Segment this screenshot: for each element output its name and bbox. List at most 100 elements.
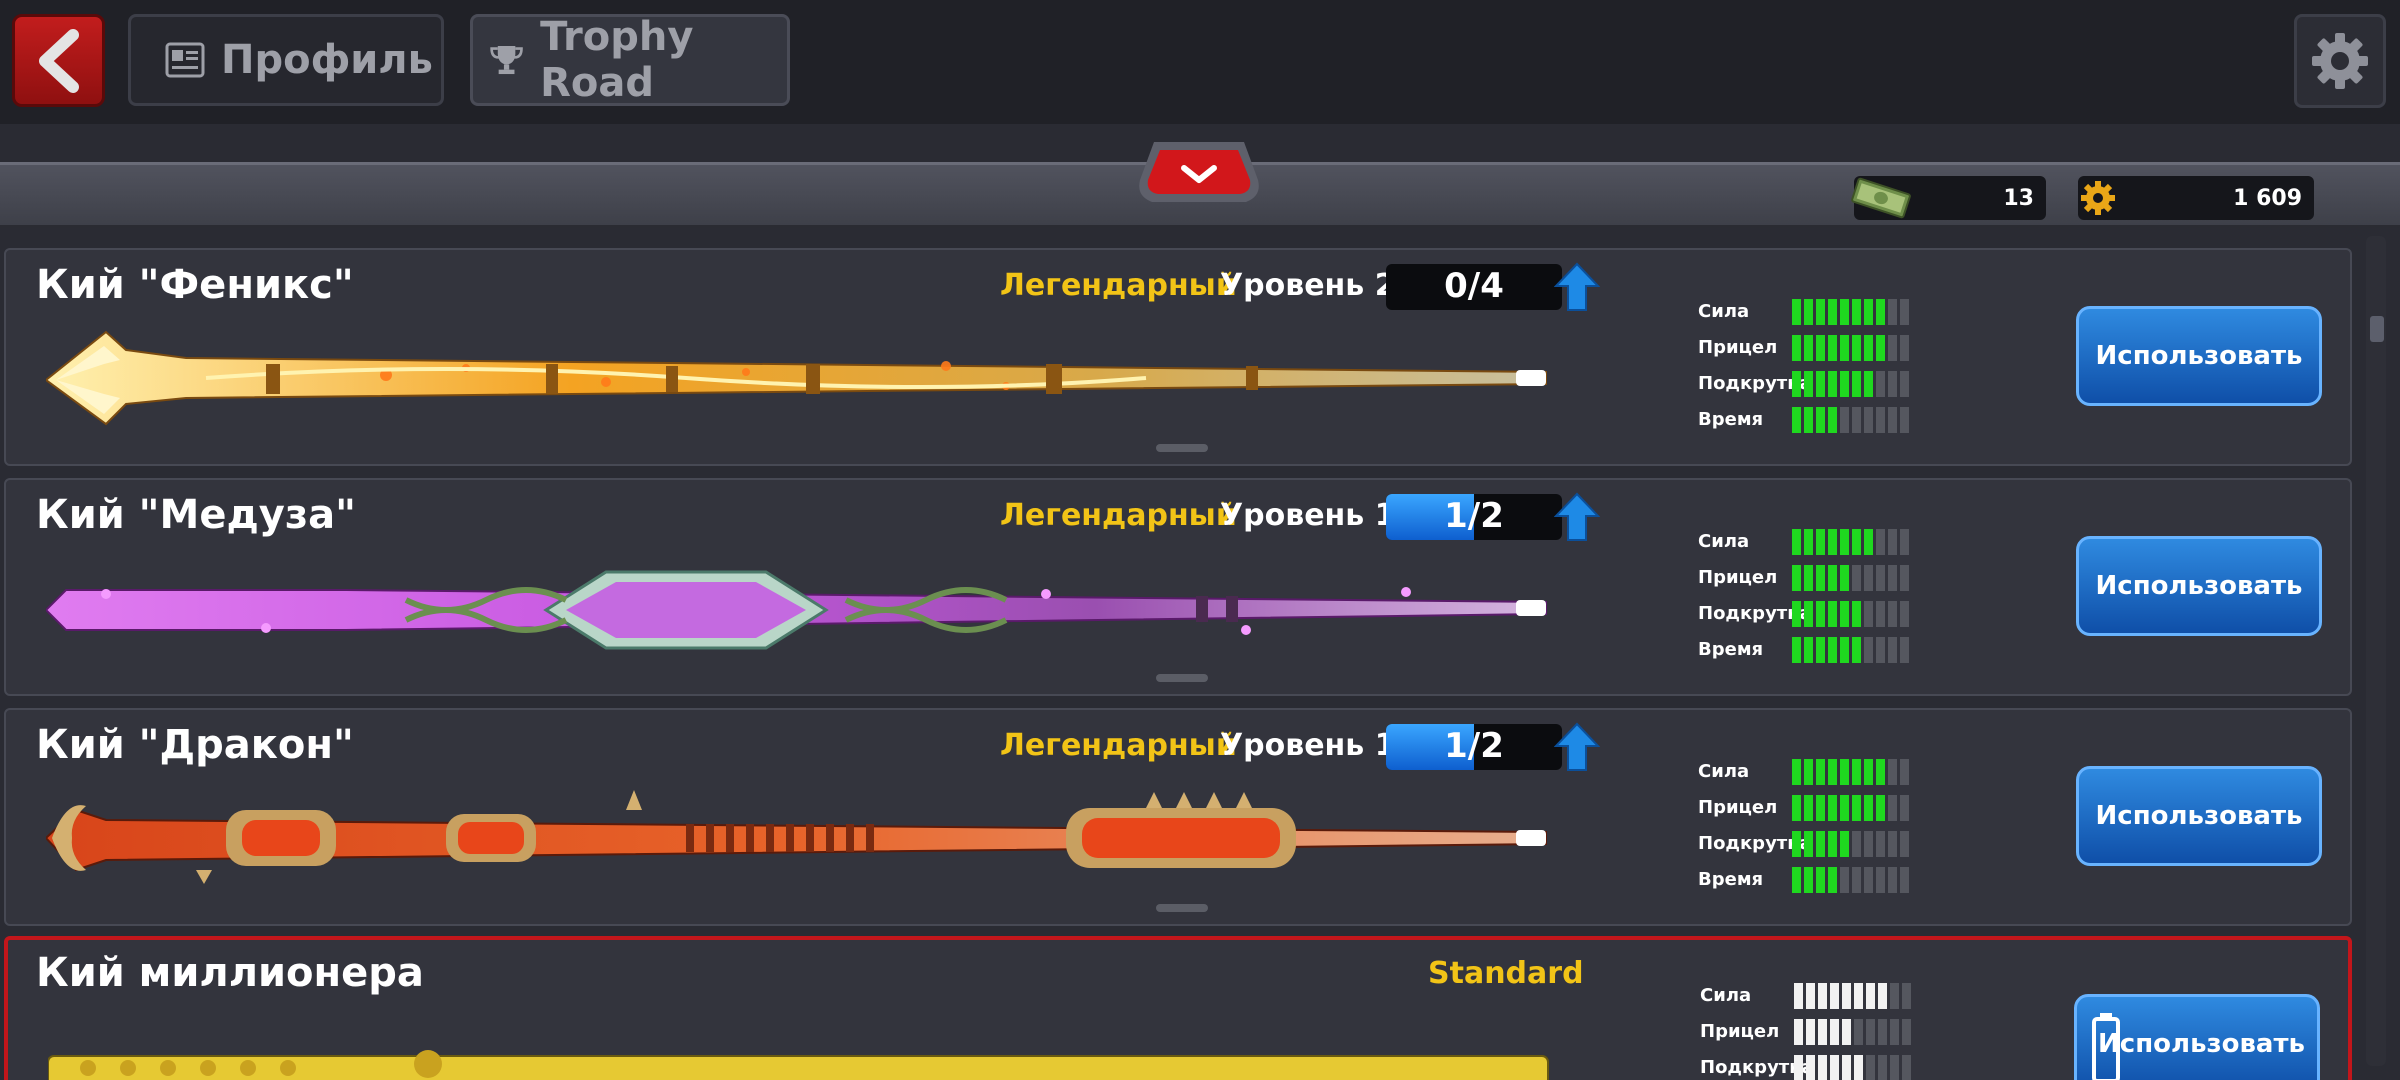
stat-segment <box>1854 1019 1863 1045</box>
stat-segment <box>1830 1055 1839 1080</box>
upgrade-arrow-icon[interactable] <box>1554 492 1600 542</box>
tab-profile-label: Профиль <box>221 37 433 83</box>
cue-row-millionaire[interactable]: Кий миллионера Standard Сила Прицел Подк… <box>4 936 2352 1080</box>
scrollbar-thumb[interactable] <box>2370 316 2384 342</box>
stat-segment <box>1804 565 1813 591</box>
stat-segment <box>1792 795 1801 821</box>
level-progress-text: 1/2 <box>1444 726 1504 766</box>
stat-segment <box>1806 1019 1815 1045</box>
cue-level: Уровень 2 <box>1220 268 1396 303</box>
expand-handle[interactable] <box>1156 674 1208 682</box>
stat-segment <box>1840 407 1849 433</box>
stat-bar <box>1794 1050 1911 1080</box>
stat-segment <box>1900 407 1909 433</box>
stat-segment <box>1852 831 1861 857</box>
stat-segment <box>1864 759 1873 785</box>
stat-bar <box>1792 294 1909 330</box>
coins-counter[interactable]: 1 609 <box>2078 176 2314 220</box>
chevron-down-icon <box>1139 142 1259 202</box>
stat-segment <box>1888 601 1897 627</box>
stat-segment <box>1888 565 1897 591</box>
stat-bar <box>1792 632 1909 668</box>
stat-segment <box>1852 601 1861 627</box>
stat-segment <box>1900 867 1909 893</box>
stat-segment <box>1842 983 1851 1009</box>
stat-segment <box>1792 601 1801 627</box>
use-cue-button[interactable]: Использовать <box>2076 306 2322 406</box>
stat-segment <box>1816 371 1825 397</box>
cue-row-phoenix[interactable]: Кий "Феникс" Легендарный Уровень 2 0/4 <box>4 248 2352 466</box>
stat-segment <box>1900 831 1909 857</box>
stat-segment <box>1866 1019 1875 1045</box>
stat-segment <box>1816 565 1825 591</box>
stat-segment <box>1804 867 1813 893</box>
stat-segment <box>1902 1019 1911 1045</box>
stat-segment <box>1794 1055 1803 1080</box>
cash-counter[interactable]: 13 <box>1851 176 2046 220</box>
stat-segment <box>1900 335 1909 361</box>
stat-segment <box>1792 407 1801 433</box>
stat-labels: Сила Прицел Подкрутка Время <box>1698 761 1812 890</box>
stat-segment <box>1890 983 1899 1009</box>
cue-name: Кий миллионера <box>36 950 424 996</box>
stat-segment <box>1842 1019 1851 1045</box>
gear-icon <box>2312 33 2368 89</box>
stat-segment <box>1876 371 1885 397</box>
stat-segment <box>1816 795 1825 821</box>
stat-segment <box>1792 637 1801 663</box>
cue-rarity: Легендарный <box>1000 268 1237 303</box>
stat-segment <box>1888 795 1897 821</box>
stat-segment <box>1840 335 1849 361</box>
level-progress-bar: 1/2 <box>1386 494 1562 540</box>
stat-segment <box>1864 601 1873 627</box>
stat-segment <box>1818 983 1827 1009</box>
stat-segment <box>1828 601 1837 627</box>
stat-segment <box>1864 637 1873 663</box>
collapse-panel-button[interactable] <box>1136 138 1262 214</box>
stat-segment <box>1876 299 1885 325</box>
stat-segment <box>1852 795 1861 821</box>
stat-segment <box>1900 601 1909 627</box>
use-cue-button[interactable]: Использовать <box>2076 766 2322 866</box>
cue-rarity: Standard <box>1428 956 1584 991</box>
expand-handle[interactable] <box>1156 444 1208 452</box>
scrollbar[interactable] <box>2366 236 2386 1066</box>
stat-bar <box>1792 754 1909 790</box>
stat-segment <box>1828 867 1837 893</box>
top-bar: Профиль Trophy Road <box>0 0 2400 124</box>
settings-button[interactable] <box>2294 14 2386 108</box>
stat-bar <box>1792 366 1909 402</box>
stat-segment <box>1804 795 1813 821</box>
expand-handle[interactable] <box>1156 904 1208 912</box>
stat-segment <box>1840 371 1849 397</box>
stat-segment <box>1816 637 1825 663</box>
stat-segment <box>1888 407 1897 433</box>
stat-segment <box>1876 407 1885 433</box>
stat-segment <box>1864 299 1873 325</box>
stat-segment <box>1840 529 1849 555</box>
stat-segment <box>1794 983 1803 1009</box>
tab-profile[interactable]: Профиль <box>128 14 444 106</box>
stat-segment <box>1828 637 1837 663</box>
cue-level: Уровень 1 <box>1220 728 1396 763</box>
stat-segment <box>1804 601 1813 627</box>
stat-segment <box>1840 299 1849 325</box>
stat-bar <box>1792 790 1909 826</box>
tab-trophy-road[interactable]: Trophy Road <box>470 14 790 106</box>
use-cue-button[interactable]: Использовать <box>2076 536 2322 636</box>
stat-segment <box>1864 335 1873 361</box>
stat-segment <box>1890 1019 1899 1045</box>
use-cue-button[interactable]: Использовать <box>2074 994 2320 1080</box>
stat-labels: Сила Прицел Подкрутка Время <box>1698 531 1812 660</box>
stat-bars <box>1792 524 1909 668</box>
upgrade-arrow-icon[interactable] <box>1554 722 1600 772</box>
back-button[interactable] <box>12 14 105 107</box>
cue-row-medusa[interactable]: Кий "Медуза" Легендарный Уровень 1 1/2 <box>4 478 2352 696</box>
stat-segment <box>1804 759 1813 785</box>
back-arrow-icon <box>38 28 79 93</box>
stat-segment <box>1876 565 1885 591</box>
stat-segment <box>1804 299 1813 325</box>
cue-row-dragon[interactable]: Кий "Дракон" Легендарный Уровень 1 1/2 <box>4 708 2352 926</box>
stat-segment <box>1792 759 1801 785</box>
upgrade-arrow-icon[interactable] <box>1554 262 1600 312</box>
